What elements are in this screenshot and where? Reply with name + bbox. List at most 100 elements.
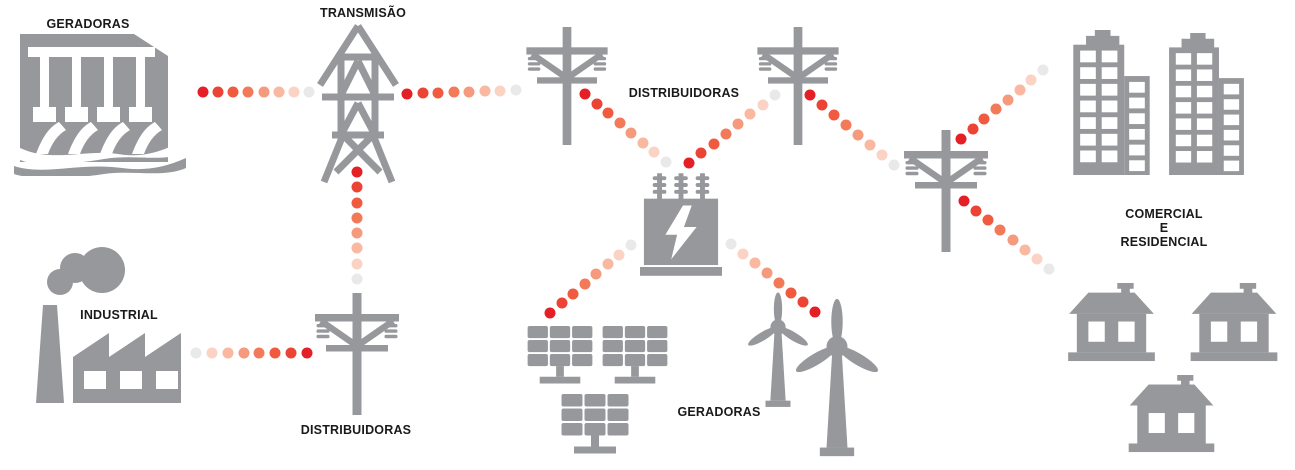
office-building-icon — [1168, 33, 1245, 175]
flow-dot-wind-to-transformer — [749, 257, 761, 269]
flow-dot-lower-distributor-pole-to-factory — [238, 347, 250, 359]
flow-dot-dam-to-transmission — [273, 86, 285, 98]
flow-dot-transmission-to-distributor-pole-1 — [479, 85, 491, 97]
factory-icon — [32, 243, 182, 405]
solar-panel-icon — [602, 326, 668, 384]
flow-dot-transformer-to-distributor-pole-2 — [732, 118, 744, 130]
flow-dot-distributor-pole-2-to-pole-3 — [876, 149, 888, 161]
label-commercial-line2: E — [1159, 221, 1169, 235]
label-generators-top: GERADORAS — [46, 17, 130, 31]
flow-dot-transmission-to-distributor-pole-1 — [448, 86, 460, 98]
flow-dot-solar-to-transformer — [590, 268, 602, 280]
flow-dot-transformer-to-distributor-pole-2 — [708, 138, 720, 150]
wind-turbine-icon — [782, 297, 892, 459]
flow-dot-transformer-to-distributor-pole-2 — [695, 147, 707, 159]
flow-dot-lower-distributor-pole-to-factory — [222, 347, 234, 359]
flow-dot-distributor-pole-2-to-pole-3 — [804, 89, 816, 101]
house-icon — [1123, 375, 1220, 453]
label-generators-bottom: GERADORAS — [677, 405, 761, 419]
label-commercial-line1: COMERCIAL — [1125, 207, 1203, 221]
flow-dot-distributor-pole-1-to-transformer — [660, 156, 672, 168]
flow-dot-transmission-to-lower-distributor-pole — [351, 258, 363, 270]
office-building-icon — [1073, 30, 1150, 175]
flow-dot-distributor-pole-3-to-buildings — [978, 113, 990, 125]
flow-dot-distributor-pole-3-to-houses — [994, 224, 1006, 236]
flow-dot-distributor-pole-2-to-pole-3 — [852, 129, 864, 141]
flow-dot-distributor-pole-3-to-houses — [1043, 263, 1055, 275]
flow-dot-lower-distributor-pole-to-factory — [190, 347, 202, 359]
flow-dot-solar-to-transformer — [556, 297, 568, 309]
utility-pole-icon — [519, 27, 615, 145]
flow-dot-wind-to-transformer — [785, 287, 797, 299]
flow-dot-distributor-pole-3-to-houses — [970, 205, 982, 217]
flow-dot-distributor-pole-1-to-transformer — [591, 98, 603, 110]
flow-dot-transmission-to-lower-distributor-pole — [351, 212, 363, 224]
flow-dot-transmission-to-lower-distributor-pole — [351, 227, 363, 239]
flow-dot-distributor-pole-3-to-buildings — [1037, 64, 1049, 76]
flow-dot-distributor-pole-1-to-transformer — [637, 137, 649, 149]
flow-dot-transmission-to-distributor-pole-1 — [432, 87, 444, 99]
label-distributors-top: DISTRIBUIDORAS — [628, 86, 740, 100]
flow-dot-transformer-to-distributor-pole-2 — [757, 99, 769, 111]
flow-dot-transmission-to-lower-distributor-pole — [351, 242, 363, 254]
flow-dot-wind-to-transformer — [773, 277, 785, 289]
flow-dot-lower-distributor-pole-to-factory — [206, 347, 218, 359]
utility-pole-icon — [750, 27, 846, 145]
flow-dot-transmission-to-lower-distributor-pole — [351, 181, 363, 193]
flow-dot-distributor-pole-2-to-pole-3 — [816, 99, 828, 111]
flow-dot-solar-to-transformer — [613, 249, 625, 261]
transmission-tower-icon — [310, 21, 406, 187]
flow-dot-solar-to-transformer — [567, 288, 579, 300]
flow-dot-transmission-to-distributor-pole-1 — [401, 88, 413, 100]
utility-pole-icon — [898, 130, 994, 252]
flow-dot-distributor-pole-1-to-transformer — [625, 127, 637, 139]
flow-dot-transmission-to-distributor-pole-1 — [417, 87, 429, 99]
flow-dot-dam-to-transmission — [288, 86, 300, 98]
label-commercial-residential: COMERCIAL E RESIDENCIAL — [1094, 207, 1234, 249]
flow-dot-distributor-pole-2-to-pole-3 — [888, 159, 900, 171]
flow-dot-distributor-pole-3-to-buildings — [1025, 74, 1037, 86]
flow-dot-solar-to-transformer — [579, 278, 591, 290]
flow-dot-distributor-pole-3-to-buildings — [990, 103, 1002, 115]
flow-dot-dam-to-transmission — [242, 86, 254, 98]
transformer-icon — [640, 173, 722, 279]
label-commercial-line3: RESIDENCIAL — [1120, 235, 1208, 249]
flow-dot-wind-to-transformer — [809, 306, 821, 318]
flow-dot-distributor-pole-2-to-pole-3 — [828, 109, 840, 121]
flow-dot-distributor-pole-2-to-pole-3 — [840, 119, 852, 131]
solar-panel-icon — [527, 326, 593, 384]
flow-dot-transmission-to-distributor-pole-1 — [494, 85, 506, 97]
flow-dot-distributor-pole-3-to-buildings — [1014, 84, 1026, 96]
utility-pole-icon — [309, 293, 405, 415]
flow-dot-distributor-pole-2-to-pole-3 — [864, 139, 876, 151]
flow-dot-distributor-pole-3-to-houses — [982, 214, 994, 226]
flow-dot-solar-to-transformer — [544, 307, 556, 319]
flow-dot-dam-to-transmission — [258, 86, 270, 98]
house-icon — [1063, 283, 1160, 362]
flow-dot-transformer-to-distributor-pole-2 — [683, 157, 695, 169]
flow-dot-distributor-pole-1-to-transformer — [602, 107, 614, 119]
flow-dot-transformer-to-distributor-pole-2 — [744, 108, 756, 120]
flow-dot-transformer-to-distributor-pole-2 — [720, 128, 732, 140]
flow-dot-wind-to-transformer — [725, 238, 737, 250]
flow-dot-solar-to-transformer — [625, 239, 637, 251]
flow-dot-distributor-pole-3-to-houses — [958, 195, 970, 207]
flow-dot-transmission-to-lower-distributor-pole — [351, 197, 363, 209]
flow-dot-dam-to-transmission — [227, 86, 239, 98]
flow-dot-distributor-pole-3-to-buildings — [967, 123, 979, 135]
house-icon — [1185, 283, 1283, 362]
flow-dot-distributor-pole-3-to-houses — [1019, 244, 1031, 256]
flow-dot-distributor-pole-1-to-transformer — [614, 117, 626, 129]
flow-dot-solar-to-transformer — [602, 258, 614, 270]
flow-dot-wind-to-transformer — [737, 248, 749, 260]
flow-dot-wind-to-transformer — [761, 267, 773, 279]
flow-dot-dam-to-transmission — [212, 86, 224, 98]
hydro-dam-icon — [14, 30, 186, 176]
flow-dot-lower-distributor-pole-to-factory — [285, 347, 297, 359]
flow-dot-wind-to-transformer — [797, 296, 809, 308]
flow-dot-distributor-pole-1-to-transformer — [579, 88, 591, 100]
flow-dot-dam-to-transmission — [303, 86, 315, 98]
flow-dot-distributor-pole-3-to-houses — [1031, 253, 1043, 265]
label-industrial: INDUSTRIAL — [80, 308, 158, 322]
